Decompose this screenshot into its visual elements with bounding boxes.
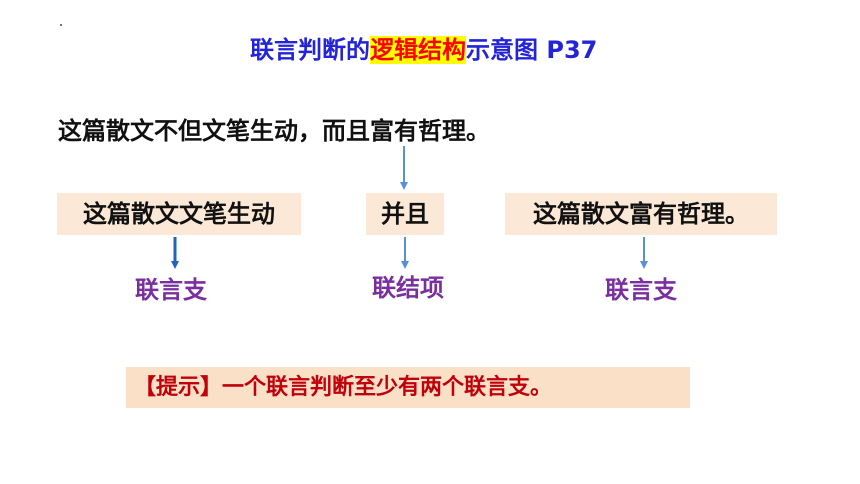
hint-box: 【提示】一个联言判断至少有两个联言支。 — [126, 367, 690, 408]
stray-dot — [60, 24, 62, 26]
conjunct-box-2: 这篇散文富有哲理。 — [505, 193, 777, 235]
connective-box: 并且 — [366, 193, 444, 235]
conjunct-box-1: 这篇散文文笔生动 — [57, 193, 301, 235]
page-title: 联言判断的逻辑结构示意图 P37 — [250, 30, 597, 70]
title-highlight: 逻辑结构 — [370, 36, 466, 64]
title-prefix: 联言判断的 — [250, 36, 370, 64]
title-suffix: 示意图 P37 — [466, 36, 598, 64]
label-connective: 联结项 — [372, 274, 444, 302]
label-conjunct-1: 联言支 — [135, 276, 207, 304]
label-conjunct-2: 联言支 — [605, 276, 677, 304]
example-sentence: 这篇散文不但文笔生动，而且富有哲理。 — [58, 117, 490, 145]
